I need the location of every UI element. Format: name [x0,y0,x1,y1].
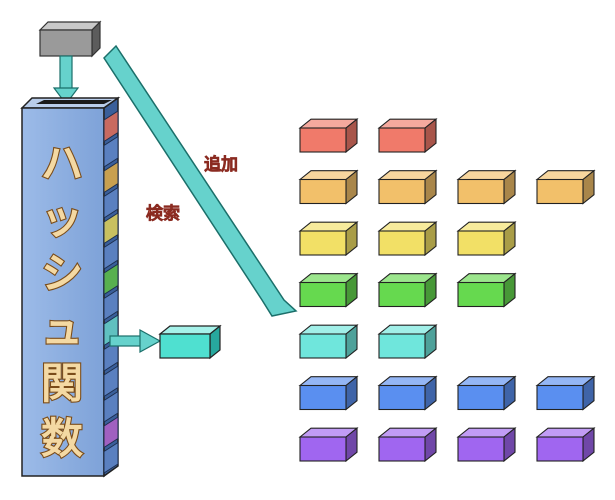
tower-segment [103,263,119,296]
tower-segment [103,212,119,245]
lookup-arrow [103,44,298,317]
bucket-block [377,118,438,154]
bucket-block [456,375,517,411]
bucket-block [377,221,438,257]
tower-label-char: ッ [41,194,83,243]
bucket-row [298,272,517,308]
bucket-row [298,118,438,154]
bucket-block [456,427,517,463]
tower-segment [103,161,119,194]
tower-segment [103,365,119,398]
tower-label-char: ハ [41,139,83,188]
add-label: 追加 [204,154,238,175]
bucket-block [535,427,596,463]
tower-segment [103,416,119,449]
bucket-block [298,324,359,360]
bucket-block [377,169,438,205]
tower-segment [103,135,119,168]
tower-opening [36,100,112,104]
bucket-block [377,272,438,308]
bucket-block [535,375,596,411]
bucket-row [298,375,596,411]
bucket-block [377,324,438,360]
bucket-block [377,427,438,463]
tower-segment [103,390,119,423]
bucket-block [298,169,359,205]
key-block [38,20,102,58]
tower-segment [103,237,119,270]
bucket-block [298,272,359,308]
tower-label-char: 数 [41,414,83,463]
output-arrow [109,328,162,354]
tower-segment [103,186,119,219]
tower-label-char: 関 [41,359,83,408]
bucket-block [456,169,517,205]
bucket-block [535,169,596,205]
tower-segment [103,441,119,474]
tower-label-char: シ [41,249,83,298]
bucket-row [298,427,596,463]
bucket-block [298,427,359,463]
bucket-block [456,272,517,308]
search-label: 検索 [146,203,180,224]
bucket-grid [298,118,596,463]
bucket-block [298,118,359,154]
bucket-block [377,375,438,411]
bucket-row [298,169,596,205]
output-block [158,324,222,360]
tower-label-char: ュ [41,304,83,353]
bucket-block [298,375,359,411]
lookup-arrow-body [103,44,298,317]
tower-segment [103,288,119,321]
bucket-row [298,221,517,257]
tower-segment [103,110,119,143]
bucket-block [298,221,359,257]
bucket-row [298,324,438,360]
bucket-block [456,221,517,257]
input-arrow [52,55,80,105]
